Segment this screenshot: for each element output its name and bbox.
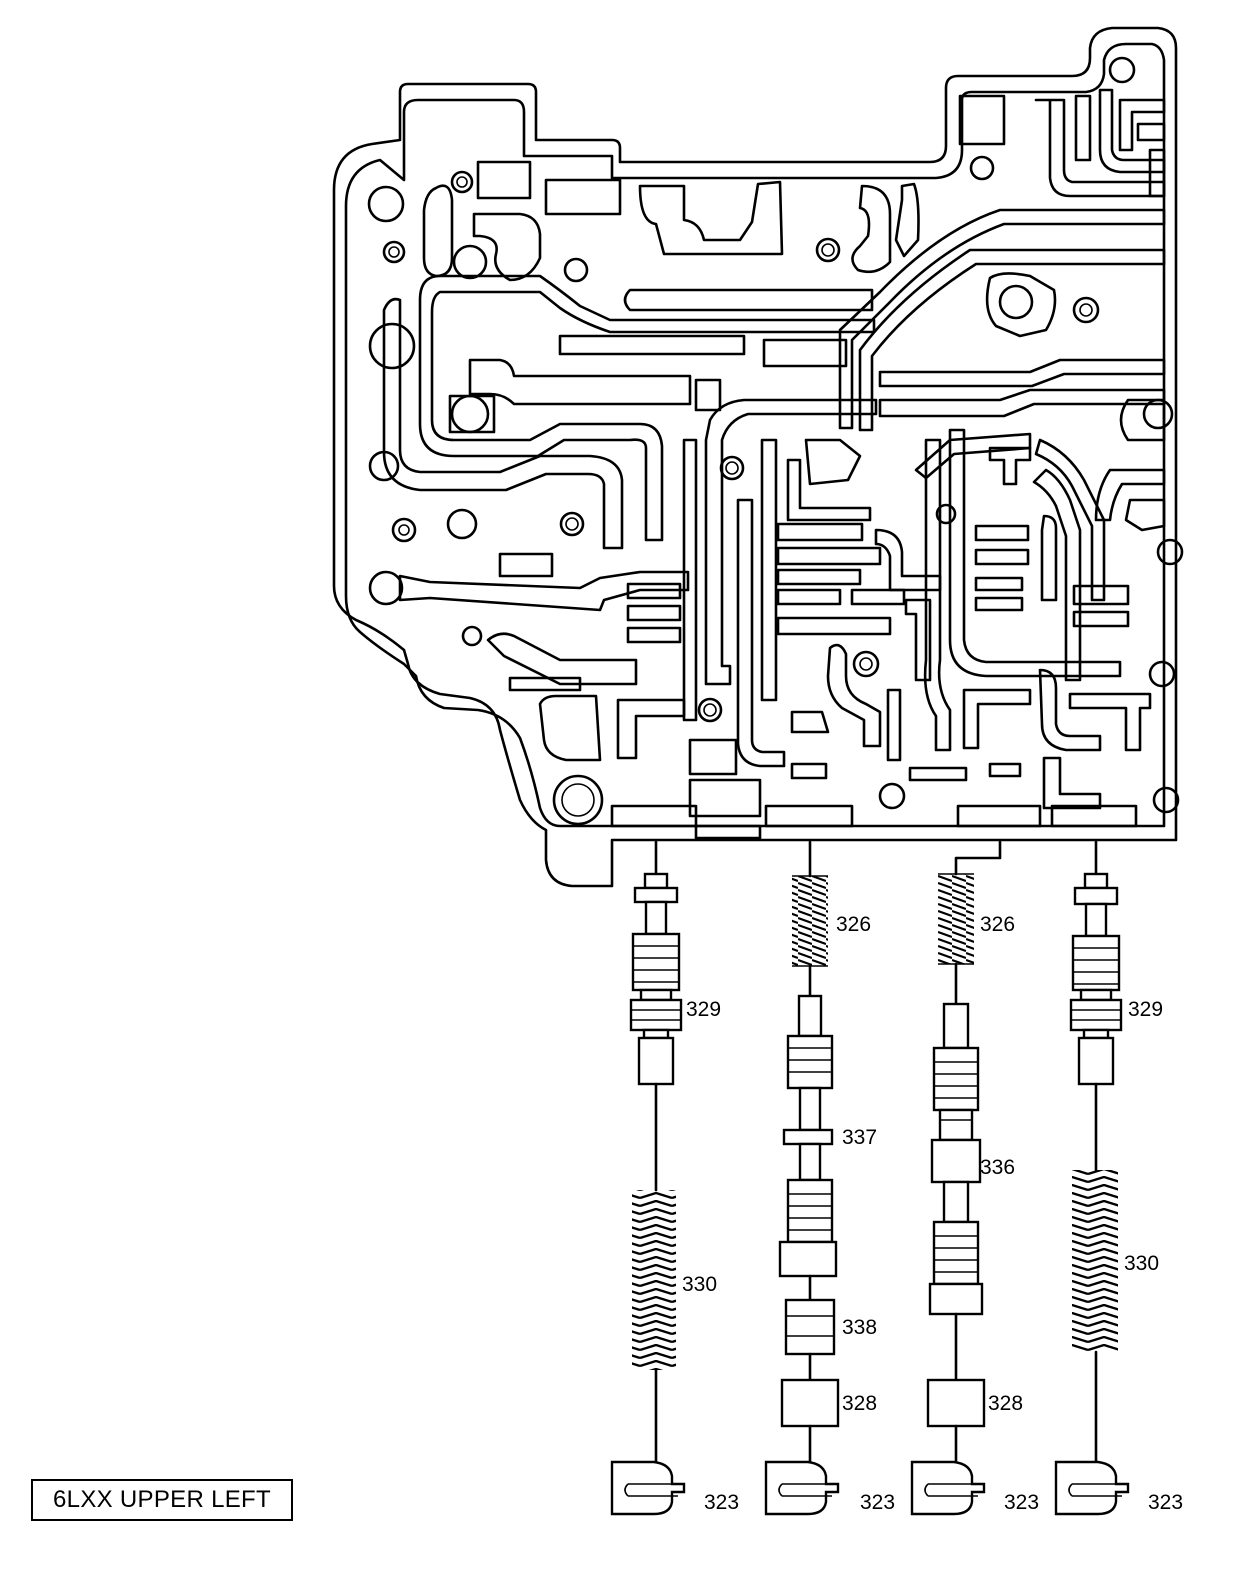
label-329-left: 329	[686, 998, 721, 1021]
valve-stack-1	[610, 840, 686, 1516]
valve-stack-4	[1054, 840, 1130, 1516]
valve-body-plate	[332, 26, 1184, 888]
spring-330-b	[1072, 1170, 1118, 1352]
label-336: 336	[980, 1156, 1015, 1179]
part-336	[930, 1138, 982, 1184]
label-323-1: 323	[704, 1491, 739, 1514]
plate-outline	[332, 26, 1178, 888]
label-323-4: 323	[1148, 1491, 1183, 1514]
label-337: 337	[842, 1126, 877, 1149]
spring-326-b	[938, 874, 974, 964]
spring-326-a	[792, 876, 828, 966]
label-329-right: 329	[1128, 998, 1163, 1021]
clip-323-a	[610, 1460, 686, 1516]
fluid-passages	[382, 88, 1166, 840]
land-ribs-1	[633, 945, 679, 983]
part-337	[782, 1128, 834, 1146]
clip-323-c	[910, 1460, 986, 1516]
spring-330-a	[632, 1190, 676, 1370]
part-328-b	[926, 1378, 986, 1428]
label-326-left: 326	[836, 913, 871, 936]
label-338: 338	[842, 1316, 877, 1339]
caption-box: 6LXX UPPER LEFT	[31, 1479, 293, 1521]
label-330-right: 330	[1124, 1252, 1159, 1275]
part-338	[784, 1298, 836, 1356]
label-323-2: 323	[860, 1491, 895, 1514]
label-328-right: 328	[988, 1392, 1023, 1415]
label-326-right: 326	[980, 913, 1015, 936]
label-323-3: 323	[1004, 1491, 1039, 1514]
callout-labels: 329 326 326 329 337 336 330 330 338 328 …	[682, 913, 1183, 1514]
part-328-a	[780, 1378, 840, 1428]
valve-stack-2	[764, 840, 840, 1516]
clip-323-d	[1054, 1460, 1130, 1516]
label-328-left: 328	[842, 1392, 877, 1415]
plate-inner-outline	[344, 42, 1166, 828]
label-330-left: 330	[682, 1273, 717, 1296]
clip-323-b	[764, 1460, 840, 1516]
valve-stack-3	[910, 840, 1002, 1516]
